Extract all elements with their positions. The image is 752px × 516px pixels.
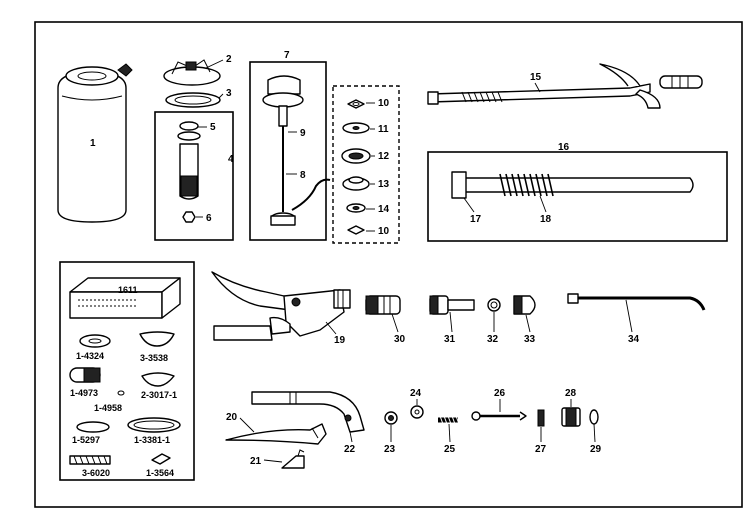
part-label-20: 20	[226, 412, 238, 423]
part-label-18: 18	[540, 214, 552, 225]
part-label-22: 22	[344, 444, 356, 455]
part-label-10b: 10	[378, 226, 390, 237]
spring-27-part	[537, 409, 545, 427]
part-label-8: 8	[300, 170, 306, 181]
kit-item-1-4958	[117, 390, 125, 396]
part-label-5: 5	[210, 122, 216, 133]
kit-label-2-3017-1: 2-3017-1	[141, 390, 177, 400]
pin-26-part	[471, 411, 527, 421]
washer-13	[342, 176, 370, 191]
part-label-26: 26	[494, 388, 506, 399]
part-label-6: 6	[206, 213, 212, 224]
kit-item-1-3564	[151, 453, 171, 465]
o-ring-29-part	[589, 409, 599, 425]
part-label-23: 23	[384, 444, 396, 455]
washer-12	[341, 148, 371, 164]
part-label-30: 30	[394, 334, 406, 345]
kit-label-3-6020: 3-6020	[82, 468, 110, 478]
part-label-34: 34	[628, 334, 640, 345]
washer-10a	[347, 99, 365, 109]
nozzle-tip-part	[513, 295, 536, 315]
washer-14	[346, 203, 366, 213]
o-ring-part	[487, 298, 501, 312]
wand-assembly-part	[427, 63, 703, 109]
extension-group-box	[427, 151, 728, 242]
repair-kit-box	[59, 261, 195, 481]
kit-label-1-3381-1: 1-3381-1	[134, 435, 170, 445]
kit-item-2-3017-1	[141, 372, 175, 387]
part-label-21: 21	[250, 456, 262, 467]
nozzle-adapter-part	[429, 295, 475, 315]
pump-seal-ring	[165, 92, 221, 108]
extension-wand-part	[451, 171, 694, 199]
handle-part	[251, 391, 365, 433]
part-label-2: 2	[226, 54, 232, 65]
valve-handle-part	[211, 271, 351, 341]
kit-label-1-4973: 1-4973	[70, 388, 98, 398]
washer-group-box	[332, 85, 400, 244]
part-label-24: 24	[410, 388, 422, 399]
diagram-border	[34, 21, 743, 508]
part-label-27: 27	[535, 444, 547, 455]
kit-item-1-5297	[76, 421, 110, 433]
kit-item-3-3538	[139, 331, 175, 347]
nozzle-body-part	[365, 295, 401, 315]
washer-11	[342, 122, 370, 134]
part-label-33: 33	[524, 334, 536, 345]
part-label-28: 28	[565, 388, 577, 399]
part-label-25: 25	[444, 444, 456, 455]
kit-item-1-3381-1	[127, 417, 181, 433]
plunger-group-box	[249, 61, 327, 241]
part-label-1: 1	[90, 138, 96, 149]
part-label-7: 7	[284, 50, 290, 61]
pump-group-box	[154, 111, 234, 241]
valve-seat-28-part	[561, 407, 581, 427]
part-label-14: 14	[378, 204, 390, 215]
part-label-10a: 10	[378, 98, 390, 109]
kit-label-3-3538: 3-3538	[140, 353, 168, 363]
part-label-17: 17	[470, 214, 482, 225]
washer-24-part	[410, 405, 424, 419]
pump-top-part	[163, 59, 221, 86]
part-label-4: 4	[228, 154, 234, 165]
lever-part	[225, 423, 327, 445]
spring-25-part	[438, 415, 460, 425]
part-label-11: 11	[378, 124, 389, 135]
kit-label-1-5297: 1-5297	[72, 435, 100, 445]
pump-cylinder-part	[177, 121, 201, 223]
part-label-16: 16	[558, 142, 570, 153]
kit-label-1-4324: 1-4324	[76, 351, 104, 361]
part-label-19: 19	[334, 335, 346, 346]
plunger-part	[262, 75, 331, 226]
lever-clip-part	[281, 449, 305, 469]
part-label-31: 31	[444, 334, 456, 345]
kit-label-1-3564: 1-3564	[146, 468, 174, 478]
part-label-12: 12	[378, 151, 390, 162]
part-label-13: 13	[378, 179, 390, 190]
part-label-9: 9	[300, 128, 306, 139]
part-label-3: 3	[226, 88, 232, 99]
kit-item-1-4324	[79, 334, 111, 348]
nut-23-part	[384, 411, 398, 425]
spray-tube-part	[567, 293, 706, 311]
part-label-32: 32	[487, 334, 499, 345]
part-label-15: 15	[530, 72, 542, 83]
kit-case	[69, 277, 181, 319]
kit-label-1-4958: 1-4958	[94, 403, 122, 413]
kit-label-box: 1611	[118, 285, 138, 295]
part-label-29: 29	[590, 444, 602, 455]
washer-10b	[347, 225, 365, 235]
tank-part	[57, 63, 133, 223]
